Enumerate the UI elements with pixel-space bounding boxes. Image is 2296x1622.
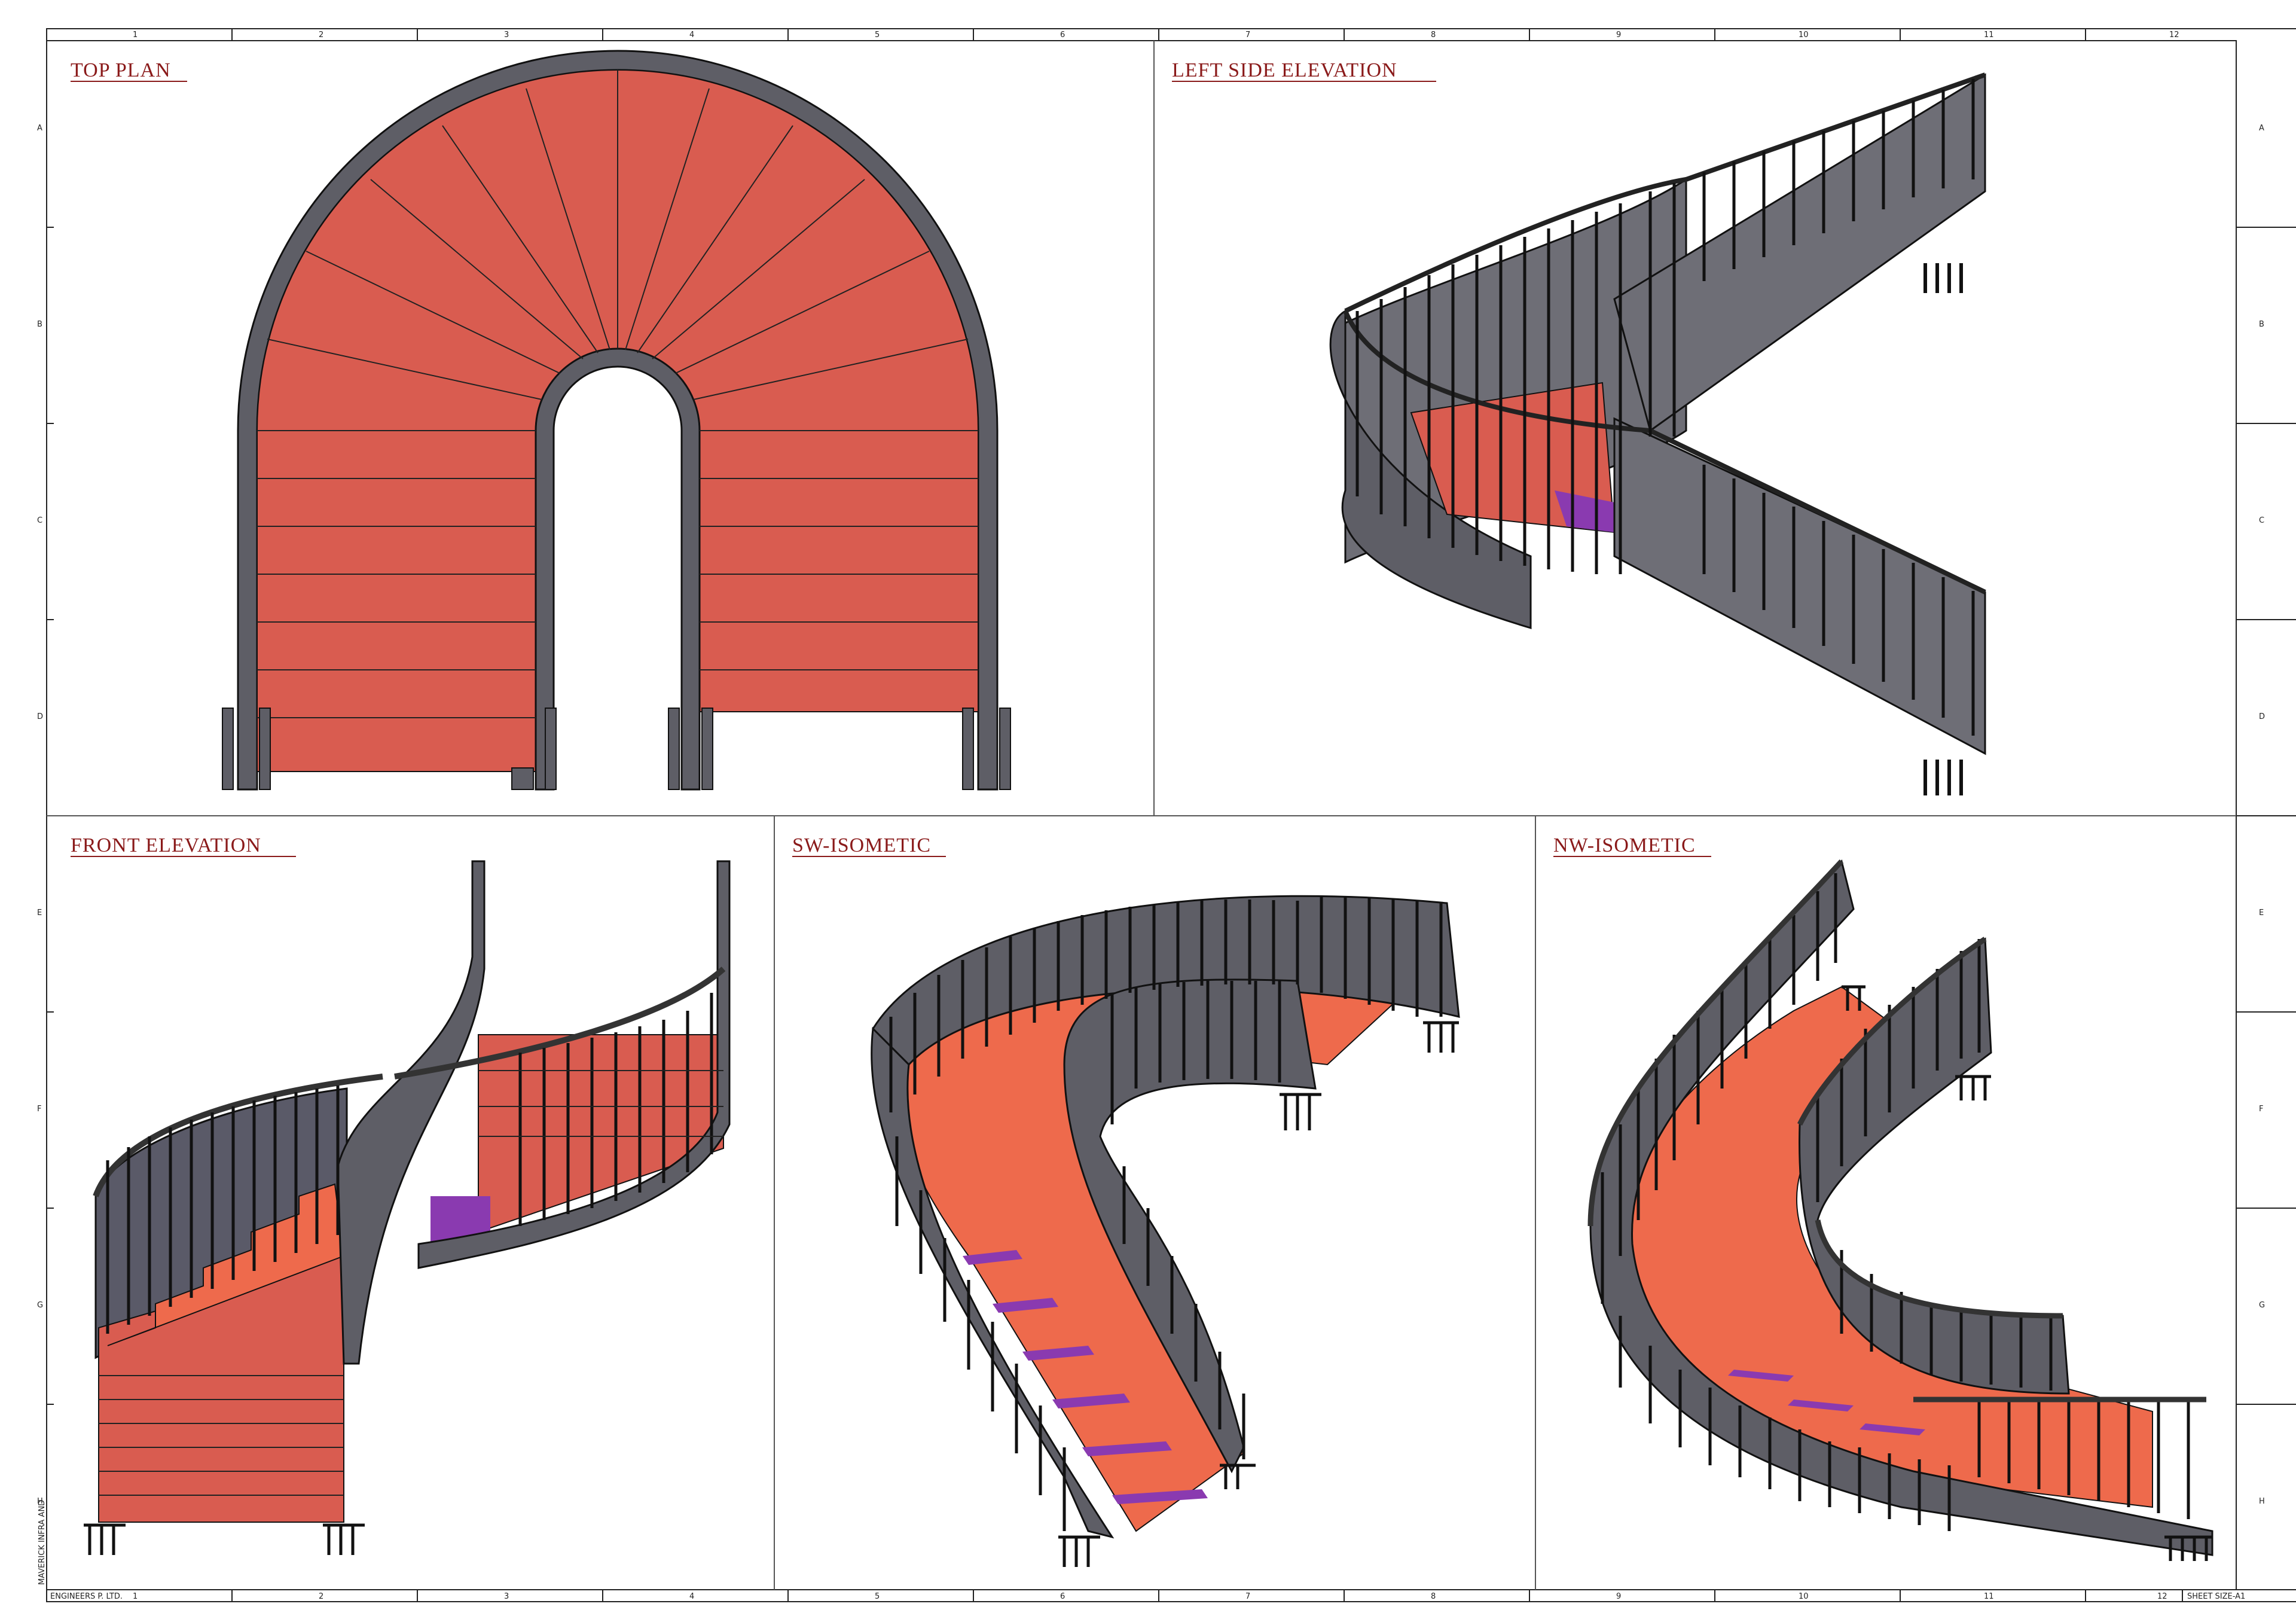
view-title-front-elevation: FRONT ELEVATION xyxy=(71,834,261,856)
col-label: 6 xyxy=(1060,31,1065,39)
sheet-size-number: 12 xyxy=(2157,1592,2167,1601)
top-plan-view: TOP PLAN xyxy=(71,50,1011,791)
view-title-sw-isometric: SW-ISOMETIC xyxy=(792,834,931,856)
fe-upper-right-stringer xyxy=(417,860,731,1269)
top-column-labels: 1 2 3 4 5 6 7 8 9 10 11 12 xyxy=(133,31,2179,39)
row-label: A xyxy=(37,124,42,133)
row-label: B xyxy=(37,320,42,329)
row-label: F xyxy=(37,1105,41,1114)
sw-isometric-view: SW-ISOMETIC xyxy=(792,834,1460,1567)
col-label: 10 xyxy=(1799,1592,1809,1601)
lse-outer-curve xyxy=(1329,309,1532,630)
lse-purple-riser xyxy=(1555,490,1614,532)
row-label: H xyxy=(37,1497,43,1506)
col-label: 1 xyxy=(133,31,138,39)
sw-inner-stringer xyxy=(1063,978,1317,1474)
base-plate xyxy=(511,767,534,790)
col-label: 11 xyxy=(1984,1592,1994,1601)
col-label: 3 xyxy=(504,31,509,39)
row-label: G xyxy=(2259,1301,2265,1310)
lse-upper-flight xyxy=(1613,73,1986,432)
row-label: D xyxy=(37,712,43,721)
view-title-left-side-elevation: LEFT SIDE ELEVATION xyxy=(1172,59,1397,81)
fe-central-stringer xyxy=(337,860,486,1365)
base-plate xyxy=(962,708,974,790)
col-label: 4 xyxy=(689,31,694,39)
base-plate xyxy=(668,708,680,790)
row-label: A xyxy=(2259,124,2264,133)
col-label: 2 xyxy=(319,31,323,39)
col-label: 9 xyxy=(1616,31,1621,39)
front-elevation-view: FRONT ELEVATION xyxy=(71,834,731,1555)
lse-lower-flight xyxy=(1613,417,1986,755)
view-title-nw-isometric: NW-ISOMETIC xyxy=(1553,834,1696,856)
fe-upper-purple xyxy=(430,1196,490,1244)
col-label: 2 xyxy=(319,1592,323,1601)
row-label: H xyxy=(2259,1497,2265,1506)
base-plate xyxy=(701,708,713,790)
sw-outer-stringer xyxy=(872,895,1460,1066)
top-column-ticks xyxy=(231,29,2086,41)
view-title-top-plan: TOP PLAN xyxy=(71,59,171,81)
col-label: 11 xyxy=(1984,31,1994,39)
view-dividers xyxy=(47,41,2236,1590)
company-name-vertical: MAVERICK INFRA AND xyxy=(38,1500,47,1585)
base-plate xyxy=(999,708,1011,790)
col-label: 7 xyxy=(1245,1592,1250,1601)
nw-isometric-view: NW-ISOMETIC xyxy=(1553,834,2213,1561)
row-labels-right: A B C D E F G H xyxy=(2259,124,2265,1506)
row-ticks xyxy=(47,227,2296,1405)
col-label: 8 xyxy=(1431,31,1436,39)
col-label: 5 xyxy=(875,31,880,39)
col-label: 10 xyxy=(1799,31,1809,39)
col-label: 8 xyxy=(1431,1592,1436,1601)
sw-outer-stringer-lower xyxy=(871,1026,1115,1539)
col-label: 5 xyxy=(875,1592,880,1601)
col-label: 6 xyxy=(1060,1592,1065,1601)
row-label: B xyxy=(2259,320,2264,329)
row-label: C xyxy=(37,516,42,525)
row-label: G xyxy=(37,1301,43,1310)
base-plate xyxy=(545,708,557,790)
col-label: 4 xyxy=(689,1592,694,1601)
base-plate xyxy=(222,708,234,790)
col-label: 9 xyxy=(1616,1592,1621,1601)
row-label: E xyxy=(37,908,42,917)
row-labels-left: A B C D E F G H xyxy=(37,124,43,1506)
col-label: 7 xyxy=(1245,31,1250,39)
col-label: 3 xyxy=(504,1592,509,1601)
row-label: D xyxy=(2259,712,2265,721)
sheet-size-label: SHEET SIZE-A1 xyxy=(2187,1592,2245,1601)
col-label: 12 xyxy=(2169,31,2179,39)
row-label: F xyxy=(2259,1105,2263,1114)
base-plate xyxy=(259,708,271,790)
row-label: E xyxy=(2259,908,2264,917)
company-name-bottom: ENGINEERS P. LTD. xyxy=(50,1592,123,1601)
company-number: 1 xyxy=(133,1592,138,1601)
left-side-elevation-view: LEFT SIDE ELEVATION xyxy=(1172,59,1986,795)
title-block: ENGINEERS P. LTD. 1 MAVERICK INFRA AND 2… xyxy=(38,1500,2296,1602)
row-label: C xyxy=(2259,516,2264,525)
